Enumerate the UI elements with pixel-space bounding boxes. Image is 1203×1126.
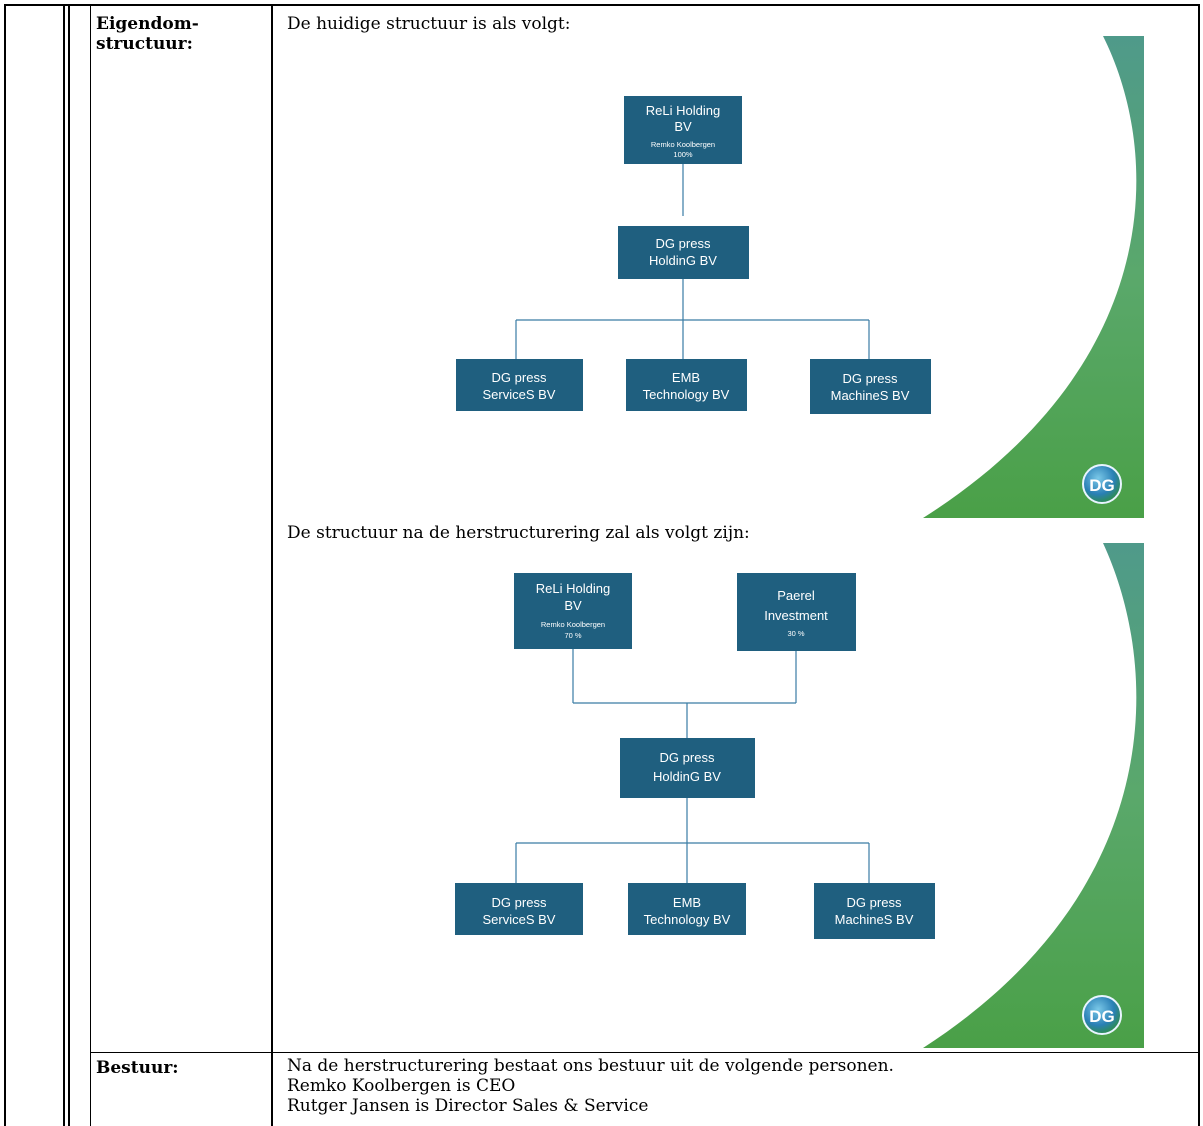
box-title: ServiceS BV xyxy=(483,387,556,402)
box-title: MachineS BV xyxy=(831,388,910,403)
box-title: BV xyxy=(674,119,692,134)
connector-lines xyxy=(515,649,870,883)
box-dg-press-services: DG press ServiceS BV xyxy=(456,359,583,411)
board-text-line: Na de herstructurering bestaat ons bestu… xyxy=(287,1056,894,1076)
box-dg-press-holding: DG press HoldinG BV xyxy=(620,738,755,798)
box-dg-press-machines: DG press MachineS BV xyxy=(814,883,935,939)
table-border-inner-left-1 xyxy=(63,4,65,1126)
box-percentage: 30 % xyxy=(787,629,804,638)
row-label-line: structuur: xyxy=(96,34,193,54)
box-title: DG press xyxy=(847,895,902,910)
box-title: DG press xyxy=(843,371,898,386)
connector-lines xyxy=(515,164,870,359)
box-title: EMB xyxy=(672,370,700,385)
box-title: EMB xyxy=(673,895,701,910)
box-percentage: 70 % xyxy=(564,631,581,640)
dg-logo: DG xyxy=(1082,995,1122,1035)
box-reli-holding: ReLi Holding BV Remko Koolbergen 100% xyxy=(624,96,742,164)
box-title: DG press xyxy=(660,750,715,765)
table-border-right xyxy=(1198,4,1200,1126)
org-chart-future: ReLi Holding BV Remko Koolbergen 70 % Pa… xyxy=(283,543,1144,1048)
table-border-label-left xyxy=(90,4,91,1126)
board-text-line: Rutger Jansen is Director Sales & Servic… xyxy=(287,1096,649,1116)
box-percentage: 100% xyxy=(673,150,693,159)
box-paerel-investment: Paerel Investment 30 % xyxy=(737,573,856,651)
table-border-mid xyxy=(271,4,273,1126)
table-border-left xyxy=(4,4,6,1126)
row-label-ownership: Eigendom- structuur: xyxy=(96,14,199,54)
box-subtitle: Remko Koolbergen xyxy=(541,620,605,629)
box-emb-technology: EMB Technology BV xyxy=(626,359,747,411)
box-title: Investment xyxy=(764,608,828,623)
box-title: MachineS BV xyxy=(835,912,914,927)
row-label-line: Eigendom- xyxy=(96,14,199,34)
box-title: ReLi Holding xyxy=(646,103,720,118)
box-title: DG press xyxy=(656,236,711,251)
box-dg-press-holding: DG press HoldinG BV xyxy=(618,226,749,279)
table-row-divider xyxy=(90,1052,1200,1053)
box-subtitle: Remko Koolbergen xyxy=(651,140,715,149)
box-title: DG press xyxy=(492,370,547,385)
dg-logo: DG xyxy=(1082,464,1122,504)
box-dg-press-services: DG press ServiceS BV xyxy=(455,883,583,935)
intro-current-text: De huidige structuur is als volgt: xyxy=(287,14,571,34)
box-title: Technology BV xyxy=(643,387,730,402)
box-title: HoldinG BV xyxy=(649,253,717,268)
board-text-line: Remko Koolbergen is CEO xyxy=(287,1076,516,1096)
box-title: Paerel xyxy=(777,588,815,603)
logo-text: DG xyxy=(1089,476,1115,495)
table-border-inner-left-2 xyxy=(68,4,70,1126)
box-title: BV xyxy=(564,598,582,613)
org-chart-current: ReLi Holding BV Remko Koolbergen 100% DG… xyxy=(283,36,1144,518)
intro-future-text: De structuur na de herstructurering zal … xyxy=(287,523,750,543)
box-reli-holding: ReLi Holding BV Remko Koolbergen 70 % xyxy=(514,573,632,649)
box-title: HoldinG BV xyxy=(653,769,721,784)
box-title: DG press xyxy=(492,895,547,910)
box-dg-press-machines: DG press MachineS BV xyxy=(810,359,931,414)
box-title: Technology BV xyxy=(644,912,731,927)
row-label-board: Bestuur: xyxy=(96,1058,179,1078)
box-title: ServiceS BV xyxy=(483,912,556,927)
green-swoosh-decoration xyxy=(923,543,1144,1048)
box-title: ReLi Holding xyxy=(536,581,610,596)
table-border-top xyxy=(4,4,1200,6)
green-swoosh-decoration xyxy=(923,36,1144,518)
box-emb-technology: EMB Technology BV xyxy=(628,883,746,935)
logo-text: DG xyxy=(1089,1007,1115,1026)
